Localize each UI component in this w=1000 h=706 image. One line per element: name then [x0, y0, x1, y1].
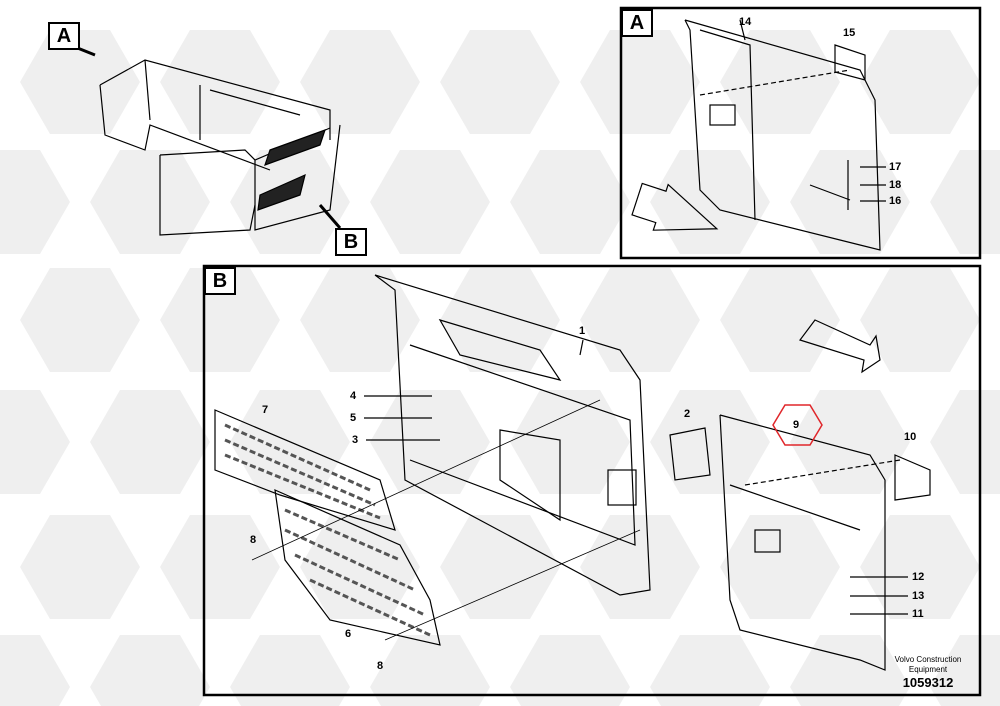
callout-8-lower: 8: [377, 660, 384, 672]
callout-5: 5: [350, 412, 357, 424]
detail-frame-a: [619, 6, 982, 260]
callout-8-upper: 8: [250, 534, 257, 546]
callout-3: 3: [352, 434, 359, 446]
callout-13: 13: [912, 590, 925, 602]
detail-tag-a: A: [621, 9, 653, 37]
callout-4: 4: [350, 390, 357, 402]
callout-9: 9: [793, 419, 800, 431]
detail-b-door-panel: [364, 274, 711, 596]
watermark-hexagon: [790, 390, 910, 494]
manufacturer-label: Volvo Construction Equipment: [894, 655, 962, 674]
highlight-hexagon: [772, 404, 823, 446]
detail-tag-b: B: [204, 267, 236, 295]
detail-a-door-panel: [631, 19, 886, 251]
callout-1: 1: [579, 325, 586, 337]
watermark-hexagon: [580, 268, 700, 372]
grille-6: [251, 399, 641, 646]
grille-7: [214, 409, 396, 531]
callout-11: 11: [912, 608, 924, 620]
watermark-hexagon: [300, 268, 420, 372]
overview-cab-drawing: [69, 43, 342, 236]
watermark-hexagon: [90, 390, 210, 494]
watermark-hexagon: [860, 268, 980, 372]
callout-18: 18: [889, 179, 902, 191]
callout-16: 16: [889, 195, 902, 207]
footer-block: Volvo Construction Equipment 1059312: [888, 655, 968, 690]
callout-12: 12: [912, 571, 925, 583]
watermark-hexagon: [510, 390, 630, 494]
callout-10: 10: [904, 431, 917, 443]
watermark-hexagon: [20, 268, 140, 372]
watermark-hexagon: [650, 390, 770, 494]
callout-15: 15: [843, 27, 856, 39]
callout-14: 14: [739, 16, 752, 28]
drawing-number: 1059312: [902, 675, 954, 690]
detail-b-side-panel: [719, 319, 931, 671]
watermark-hexagon: [370, 390, 490, 494]
detail-frame-b: [202, 264, 982, 697]
overview-tag-a: A: [48, 22, 80, 50]
overview-tag-b: B: [335, 228, 367, 256]
callout-17: 17: [889, 161, 902, 173]
callout-7: 7: [262, 404, 269, 416]
callout-6: 6: [345, 628, 352, 640]
callout-2: 2: [684, 408, 691, 420]
watermark-hexagon: [720, 268, 840, 372]
